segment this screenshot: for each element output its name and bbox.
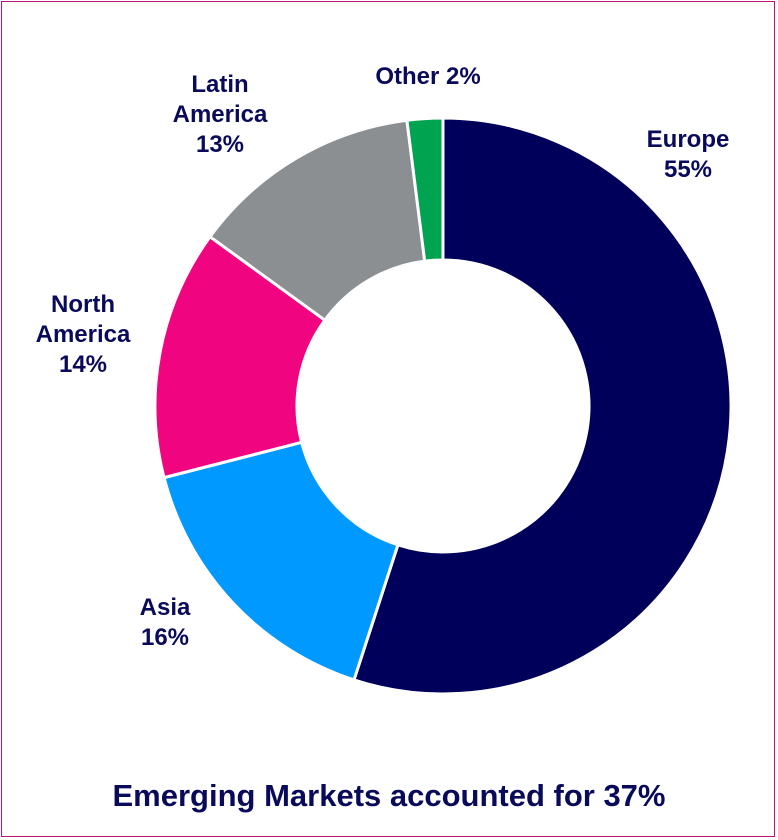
label-north-america: North America 14%: [35, 291, 131, 378]
slice-north-america: [153, 234, 327, 480]
slice-other: [405, 116, 445, 263]
slice-latin-america: [207, 118, 427, 323]
slice-asia: [162, 440, 400, 682]
slice-europe: [352, 116, 733, 696]
chart-footnote: Emerging Markets accounted for 37%: [112, 778, 666, 813]
label-europe: Europe 55%: [646, 126, 730, 183]
label-latin-america: Latin America 13%: [172, 71, 268, 158]
label-asia: Asia 16%: [139, 594, 191, 651]
donut-slices: [153, 116, 733, 696]
label-other: Other 2%: [375, 63, 481, 90]
